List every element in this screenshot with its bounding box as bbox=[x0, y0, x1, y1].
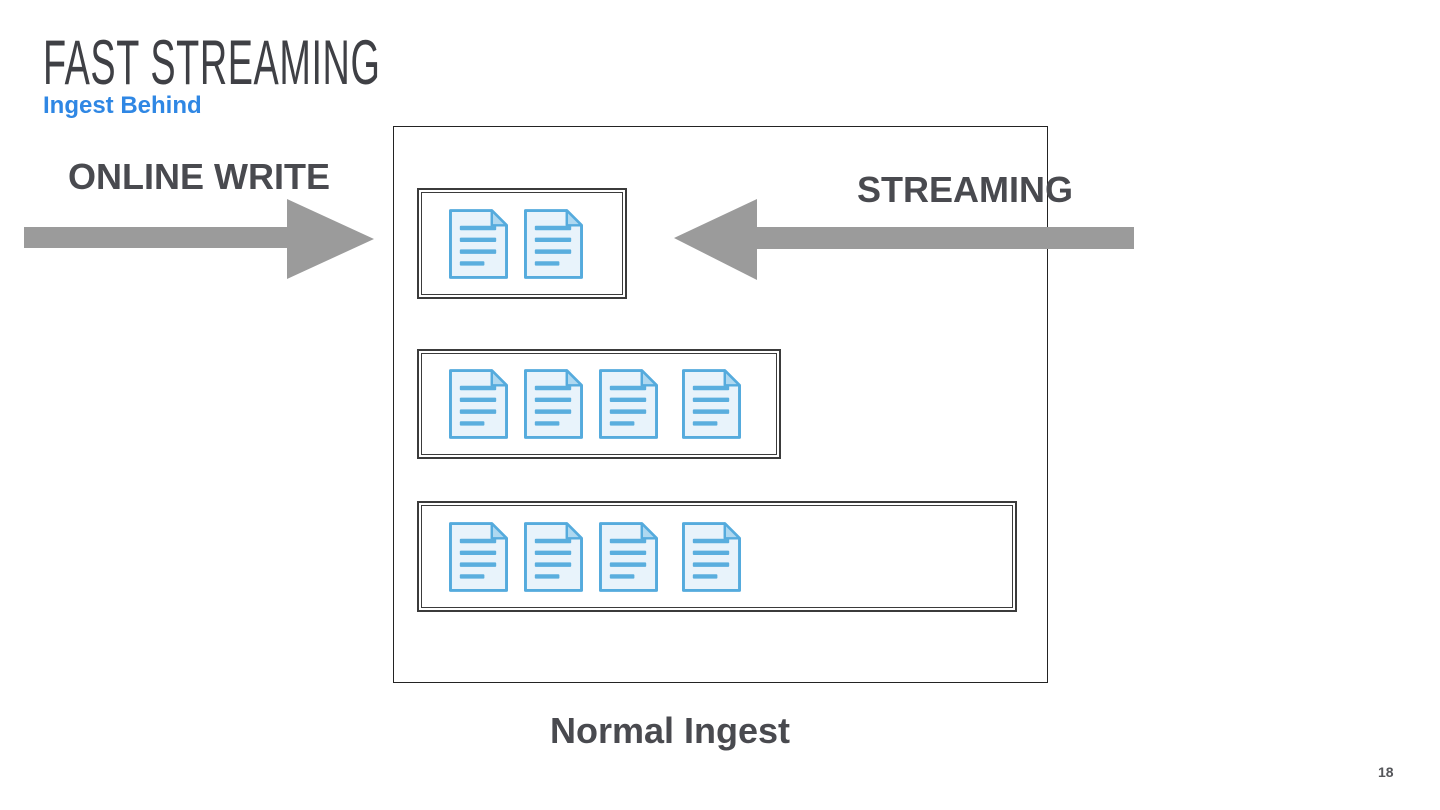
online-write-label: ONLINE WRITE bbox=[68, 156, 330, 197]
document-icon bbox=[449, 369, 508, 439]
normal-ingest-caption: Normal Ingest bbox=[549, 710, 791, 751]
ingest-row-1 bbox=[417, 188, 627, 299]
document-icon bbox=[599, 369, 658, 439]
streaming-label: STREAMING bbox=[857, 169, 1073, 210]
arrow-left-icon bbox=[674, 199, 1134, 280]
document-icon bbox=[682, 521, 741, 592]
ingest-row-2 bbox=[417, 349, 781, 459]
page-number: 18 bbox=[1378, 764, 1394, 780]
document-icon bbox=[599, 521, 658, 592]
document-icon bbox=[682, 369, 741, 439]
ingest-row-1-contents bbox=[421, 192, 623, 295]
document-icon bbox=[524, 521, 583, 592]
ingest-row-3-contents bbox=[421, 505, 1013, 608]
document-icon bbox=[524, 369, 583, 439]
ingest-row-3 bbox=[417, 501, 1017, 612]
document-icon bbox=[449, 208, 508, 279]
slide-title: FAST STREAMING bbox=[43, 28, 381, 98]
arrow-right-icon bbox=[24, 199, 374, 279]
document-icon bbox=[449, 521, 508, 592]
ingest-row-2-contents bbox=[421, 353, 777, 455]
slide-subtitle: Ingest Behind bbox=[43, 92, 202, 119]
document-icon bbox=[524, 208, 583, 279]
